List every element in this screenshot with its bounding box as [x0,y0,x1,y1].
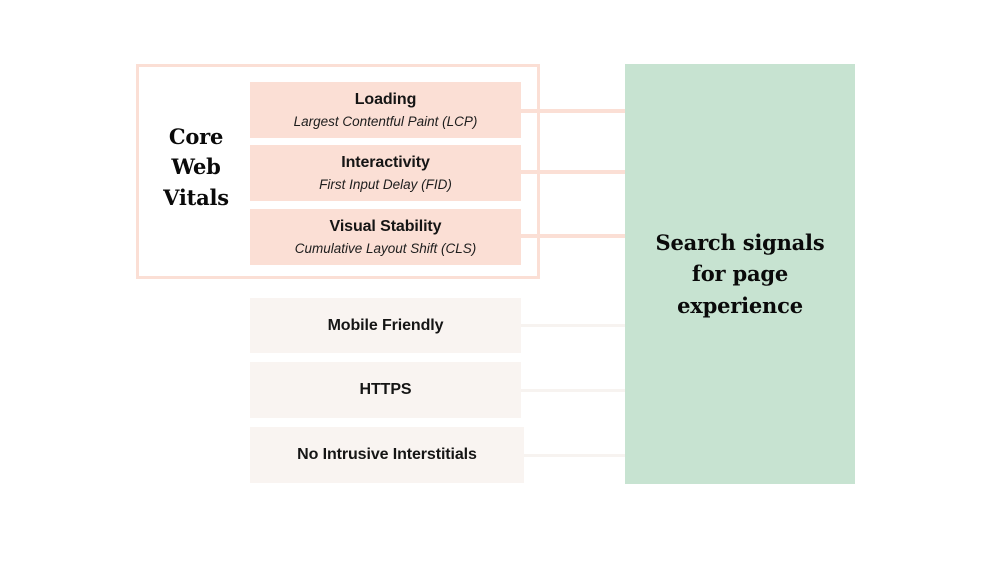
outcome-panel: Search signals for page experience [625,64,855,484]
metric-subtitle: Cumulative Layout Shift (CLS) [294,240,477,256]
signal-title: No Intrusive Interstitials [297,446,477,463]
metric-title: Visual Stability [329,217,442,235]
connector-line-loading [521,109,625,113]
signal-box-no-intrusive-interstitials[interactable]: No Intrusive Interstitials [250,427,524,483]
outcome-panel-title: Search signals for page experience [655,229,825,318]
connector-line-interactivity [521,170,625,174]
metric-box-loading[interactable]: Loading Largest Contentful Paint (LCP) [250,82,521,138]
metric-subtitle: Largest Contentful Paint (LCP) [293,113,478,129]
metric-box-interactivity[interactable]: Interactivity First Input Delay (FID) [250,145,521,201]
signal-box-https[interactable]: HTTPS [250,362,521,418]
connector-line-no-interstitials [524,454,625,457]
signal-box-mobile-friendly[interactable]: Mobile Friendly [250,298,521,353]
signal-title: Mobile Friendly [327,316,444,334]
metric-box-visual-stability[interactable]: Visual Stability Cumulative Layout Shift… [250,209,521,265]
core-web-vitals-group [136,64,540,279]
connector-line-mobile-friendly [521,324,625,327]
metric-title: Loading [354,90,417,108]
connector-line-visual-stability [521,234,625,238]
signal-title: HTTPS [359,381,412,398]
metric-title: Interactivity [341,153,430,171]
core-web-vitals-label: Core Web Vitals [163,124,229,210]
metric-subtitle: First Input Delay (FID) [319,176,452,192]
connector-line-https [521,389,625,392]
